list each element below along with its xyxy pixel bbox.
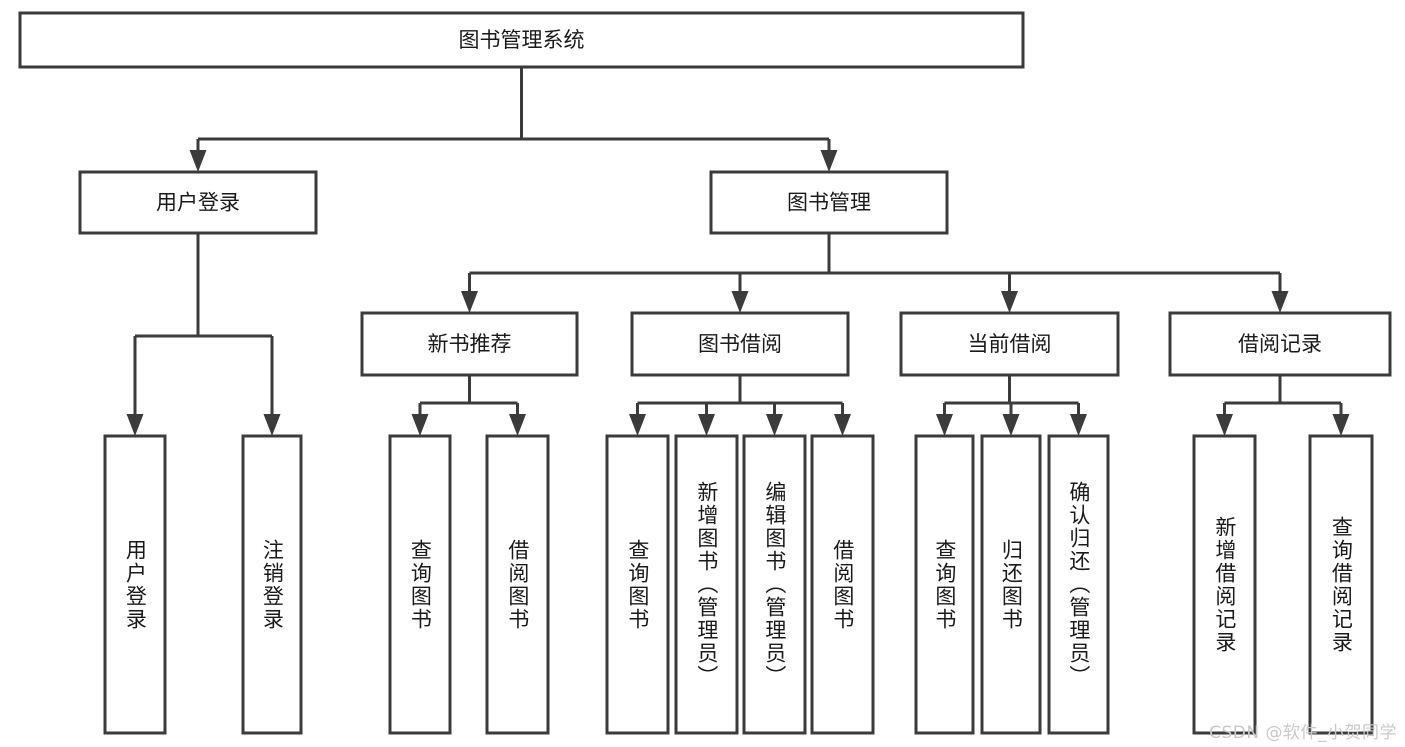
- node-box-l2-新书推荐: [360, 311, 579, 377]
- arrow-head-icon-借阅记录-0: [1216, 414, 1233, 436]
- node-box-leaf-当前借阅-1: [980, 434, 1042, 735]
- arrow-head-icon-l2-0: [461, 291, 478, 313]
- watermark-text: CSDN @软件_小贺同学: [1209, 723, 1397, 743]
- node-box-leaf-图书借阅-2: [742, 434, 807, 735]
- node-box-leaf-图书借阅-1: [674, 434, 739, 735]
- node-box-leaf-图书借阅-3: [810, 434, 875, 735]
- boxes-group: [18, 11, 1392, 735]
- node-box-l1-图书管理: [709, 170, 949, 235]
- arrow-head-icon-l2-2: [1001, 291, 1018, 313]
- node-label-l2-图书借阅: 图书借阅: [698, 332, 782, 356]
- node-label-l2-借阅记录: 借阅记录: [1238, 332, 1322, 356]
- node-box-l1-用户登录: [78, 170, 318, 235]
- node-box-l2-借阅记录: [1168, 311, 1392, 377]
- arrow-head-icon-当前借阅-2: [1070, 414, 1087, 436]
- arrow-head-icon-当前借阅-0: [936, 414, 953, 436]
- node-box-leaf-新书推荐-1: [485, 434, 550, 735]
- node-box-leaf-用户登录-0: [103, 434, 167, 735]
- node-box-l2-当前借阅: [899, 311, 1120, 377]
- node-box-root: [18, 11, 1025, 69]
- arrow-head-icon-新书推荐-1: [509, 414, 526, 436]
- arrow-head-icon-图书借阅-0: [629, 414, 646, 436]
- arrow-head-icon-用户登录-0: [126, 414, 144, 436]
- node-box-leaf-当前借阅-0: [914, 434, 975, 735]
- arrow-head-icon-当前借阅-1: [1002, 414, 1020, 436]
- node-box-leaf-新书推荐-0: [388, 434, 452, 735]
- arrow-head-icon-用户登录-1: [263, 414, 281, 436]
- arrow-head-icon-l2-1: [731, 291, 749, 313]
- node-label-root: 图书管理系统: [459, 28, 585, 52]
- node-box-l2-图书借阅: [630, 311, 850, 377]
- arrow-head-icon-图书借阅-1: [698, 414, 715, 436]
- node-box-leaf-借阅记录-1: [1308, 434, 1374, 735]
- node-label-l2-新书推荐: 新书推荐: [428, 332, 512, 356]
- arrow-head-icon-图书借阅-3: [834, 414, 851, 436]
- arrow-head-icon-l2-3: [1271, 291, 1289, 313]
- arrow-head-icon-新书推荐-0: [411, 414, 429, 436]
- node-box-leaf-图书借阅-0: [605, 434, 670, 735]
- arrow-head-icon-l1-0: [189, 150, 207, 172]
- arrow-head-icon-图书借阅-2: [766, 414, 783, 436]
- node-label-l1-用户登录: 用户登录: [156, 191, 240, 215]
- node-label-l1-图书管理: 图书管理: [787, 191, 871, 215]
- node-box-leaf-借阅记录-0: [1192, 434, 1257, 735]
- arrow-head-icon-l1-1: [820, 150, 838, 172]
- arrow-head-icon-借阅记录-1: [1332, 414, 1350, 436]
- node-label-l2-当前借阅: 当前借阅: [968, 332, 1052, 356]
- connectors-group: [126, 67, 1350, 436]
- node-box-leaf-用户登录-1: [241, 434, 303, 735]
- node-box-leaf-当前借阅-2: [1047, 434, 1110, 735]
